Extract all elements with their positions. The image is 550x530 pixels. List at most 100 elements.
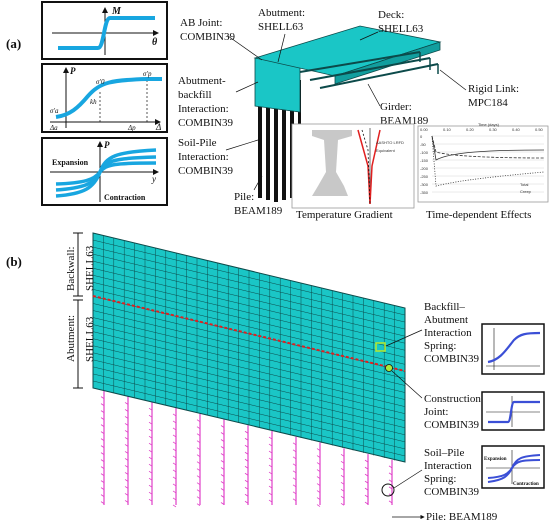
svg-text:Abutment: Abutment bbox=[424, 314, 468, 326]
time-tick-y: -350 bbox=[420, 190, 429, 195]
time-effects-inset: Time (days) 0.00 0.10 0.20 0.30 0.40 0.5… bbox=[417, 122, 549, 203]
graph1-y-label: M bbox=[111, 6, 122, 17]
pile-array bbox=[100, 390, 393, 508]
time-tick-y: -100 bbox=[420, 150, 429, 155]
pile-b-label: Pile: BEAM189 bbox=[392, 511, 498, 523]
time-legend-total: Total bbox=[520, 182, 529, 187]
svg-text:COMBIN39: COMBIN39 bbox=[178, 117, 234, 129]
svg-text:Girder:: Girder: bbox=[380, 101, 412, 113]
time-tick-x: 0.20 bbox=[466, 127, 475, 132]
girder-section-shape bbox=[312, 130, 352, 196]
abutment-backfill-label: Abutment- backfill Interaction: COMBIN39 bbox=[178, 75, 259, 129]
soil-pile-label: Soil-Pile Interaction: COMBIN39 bbox=[178, 137, 259, 177]
svg-text:COMBIN39: COMBIN39 bbox=[424, 419, 480, 431]
time-tick-x: 0.50 bbox=[535, 127, 544, 132]
girders bbox=[299, 51, 439, 89]
time-series-shrink bbox=[431, 135, 545, 159]
svg-text:Interaction: Interaction bbox=[424, 327, 472, 339]
svg-text:COMBIN39: COMBIN39 bbox=[424, 353, 480, 365]
graph2-delta-a: Δa bbox=[49, 124, 58, 132]
ab-joint-graph: M θ bbox=[41, 1, 168, 60]
svg-text:AB Joint:: AB Joint: bbox=[180, 17, 222, 29]
backfill-spring-marker bbox=[375, 342, 386, 352]
abutment-b-label-2: SHELL63 bbox=[84, 316, 96, 362]
graph2-sigma-p: σ′p bbox=[143, 70, 152, 78]
svg-text:SHELL63: SHELL63 bbox=[258, 21, 304, 33]
temp-legend-2: Equivalent bbox=[376, 148, 396, 153]
svg-text:Soil-Pile: Soil-Pile bbox=[178, 137, 217, 149]
svg-text:Construction: Construction bbox=[424, 393, 481, 405]
inset-soil-pile-curve: Expansion Contraction bbox=[481, 445, 545, 489]
rigid-link-label: Rigid Link: MPC184 bbox=[439, 69, 519, 109]
svg-text:Interaction:: Interaction: bbox=[178, 151, 229, 163]
backfill-spring-label: Backfill– Abutment Interaction Spring: C… bbox=[385, 301, 480, 365]
time-tick-y: -300 bbox=[420, 182, 429, 187]
backwall-dimension: Backwall: SHELL63 bbox=[65, 232, 96, 297]
svg-text:MPC184: MPC184 bbox=[468, 97, 508, 109]
time-tick-y: 0 bbox=[420, 134, 423, 139]
graph2-y-label: P bbox=[70, 66, 76, 76]
pile-label: Pile: BEAM189 bbox=[234, 175, 283, 217]
inset-joint-curve bbox=[481, 391, 545, 431]
svg-text:COMBIN39: COMBIN39 bbox=[178, 165, 234, 177]
graph2-sigma-0: σ′0 bbox=[96, 78, 105, 86]
graph2-sigma-a: σ′a bbox=[50, 107, 59, 115]
time-tick-y: -200 bbox=[420, 166, 429, 171]
graph3-x-label: y bbox=[151, 174, 156, 184]
graph3-y-label: P bbox=[104, 140, 110, 150]
svg-text:Interaction: Interaction bbox=[424, 460, 472, 472]
svg-text:Abutment-: Abutment- bbox=[178, 75, 226, 87]
backfill-graph: P Δ σ′p σ′0 σ′a kh Δa Δp bbox=[41, 63, 168, 133]
svg-text:Joint:: Joint: bbox=[424, 406, 448, 418]
construction-joint-line bbox=[92, 295, 406, 372]
time-tick-x: 0.10 bbox=[443, 127, 452, 132]
svg-text:Deck:: Deck: bbox=[378, 9, 404, 21]
svg-text:Pile:: Pile: bbox=[234, 191, 254, 203]
inset3-contraction: Contraction bbox=[513, 482, 539, 487]
backwall-label-2: SHELL63 bbox=[84, 245, 96, 291]
svg-text:Soil–Pile: Soil–Pile bbox=[424, 447, 464, 459]
graph2-delta-p: Δp bbox=[127, 124, 136, 132]
graph3-expansion: Expansion bbox=[52, 158, 89, 167]
backwall-label-1: Backwall: bbox=[65, 246, 77, 291]
time-tick-y: -250 bbox=[420, 174, 429, 179]
ab-joint-label: AB Joint: COMBIN39 bbox=[180, 17, 263, 61]
abutment-label: Abutment: SHELL63 bbox=[258, 7, 305, 63]
time-tick-y: -50 bbox=[420, 142, 427, 147]
abutment-b-label-1: Abutment: bbox=[65, 315, 77, 362]
mesh-grid bbox=[92, 235, 406, 461]
inset3-expansion: Expansion bbox=[484, 457, 507, 462]
time-series-total bbox=[431, 135, 545, 161]
svg-text:Backfill–: Backfill– bbox=[424, 301, 465, 313]
time-tick-y: -150 bbox=[420, 158, 429, 163]
temp-legend-1: AASHTO LRFD bbox=[376, 140, 404, 145]
svg-text:Pile: BEAM189: Pile: BEAM189 bbox=[426, 511, 498, 523]
panel-b-tag: (b) bbox=[6, 254, 22, 269]
svg-text:backfill: backfill bbox=[178, 89, 212, 101]
soil-pile-graph: P y Expansion Contraction bbox=[41, 137, 168, 206]
time-series-creep bbox=[431, 135, 545, 187]
graph3-contraction: Contraction bbox=[104, 193, 146, 202]
svg-text:COMBIN39: COMBIN39 bbox=[180, 31, 236, 43]
time-tick-x: 0.00 bbox=[420, 127, 429, 132]
svg-text:Spring:: Spring: bbox=[424, 340, 456, 352]
time-caption: Time-dependent Effects bbox=[426, 209, 531, 221]
svg-text:SHELL63: SHELL63 bbox=[378, 23, 424, 35]
panel-a-tag: (a) bbox=[6, 36, 21, 51]
graph1-x-label: θ bbox=[152, 37, 158, 48]
construction-joint-label: Construction Joint: COMBIN39 bbox=[391, 370, 481, 431]
graph2-x-label: Δ bbox=[155, 122, 161, 132]
svg-text:COMBIN39: COMBIN39 bbox=[424, 486, 480, 498]
graph2-kh: kh bbox=[90, 98, 97, 106]
abutment-dimension: Abutment: SHELL63 bbox=[65, 299, 96, 389]
svg-text:BEAM189: BEAM189 bbox=[234, 205, 283, 217]
soil-pile-spring-label: Soil–Pile Interaction Spring: COMBIN39 bbox=[393, 447, 480, 498]
svg-text:Interaction:: Interaction: bbox=[178, 103, 229, 115]
svg-text:Spring:: Spring: bbox=[424, 473, 456, 485]
svg-text:Abutment:: Abutment: bbox=[258, 7, 305, 19]
time-tick-x: 0.30 bbox=[489, 127, 498, 132]
construction-joint-marker bbox=[385, 364, 393, 372]
deck-label: Deck: SHELL63 bbox=[359, 9, 424, 41]
temperature-gradient-inset: AASHTO LRFD Equivalent bbox=[291, 123, 415, 209]
